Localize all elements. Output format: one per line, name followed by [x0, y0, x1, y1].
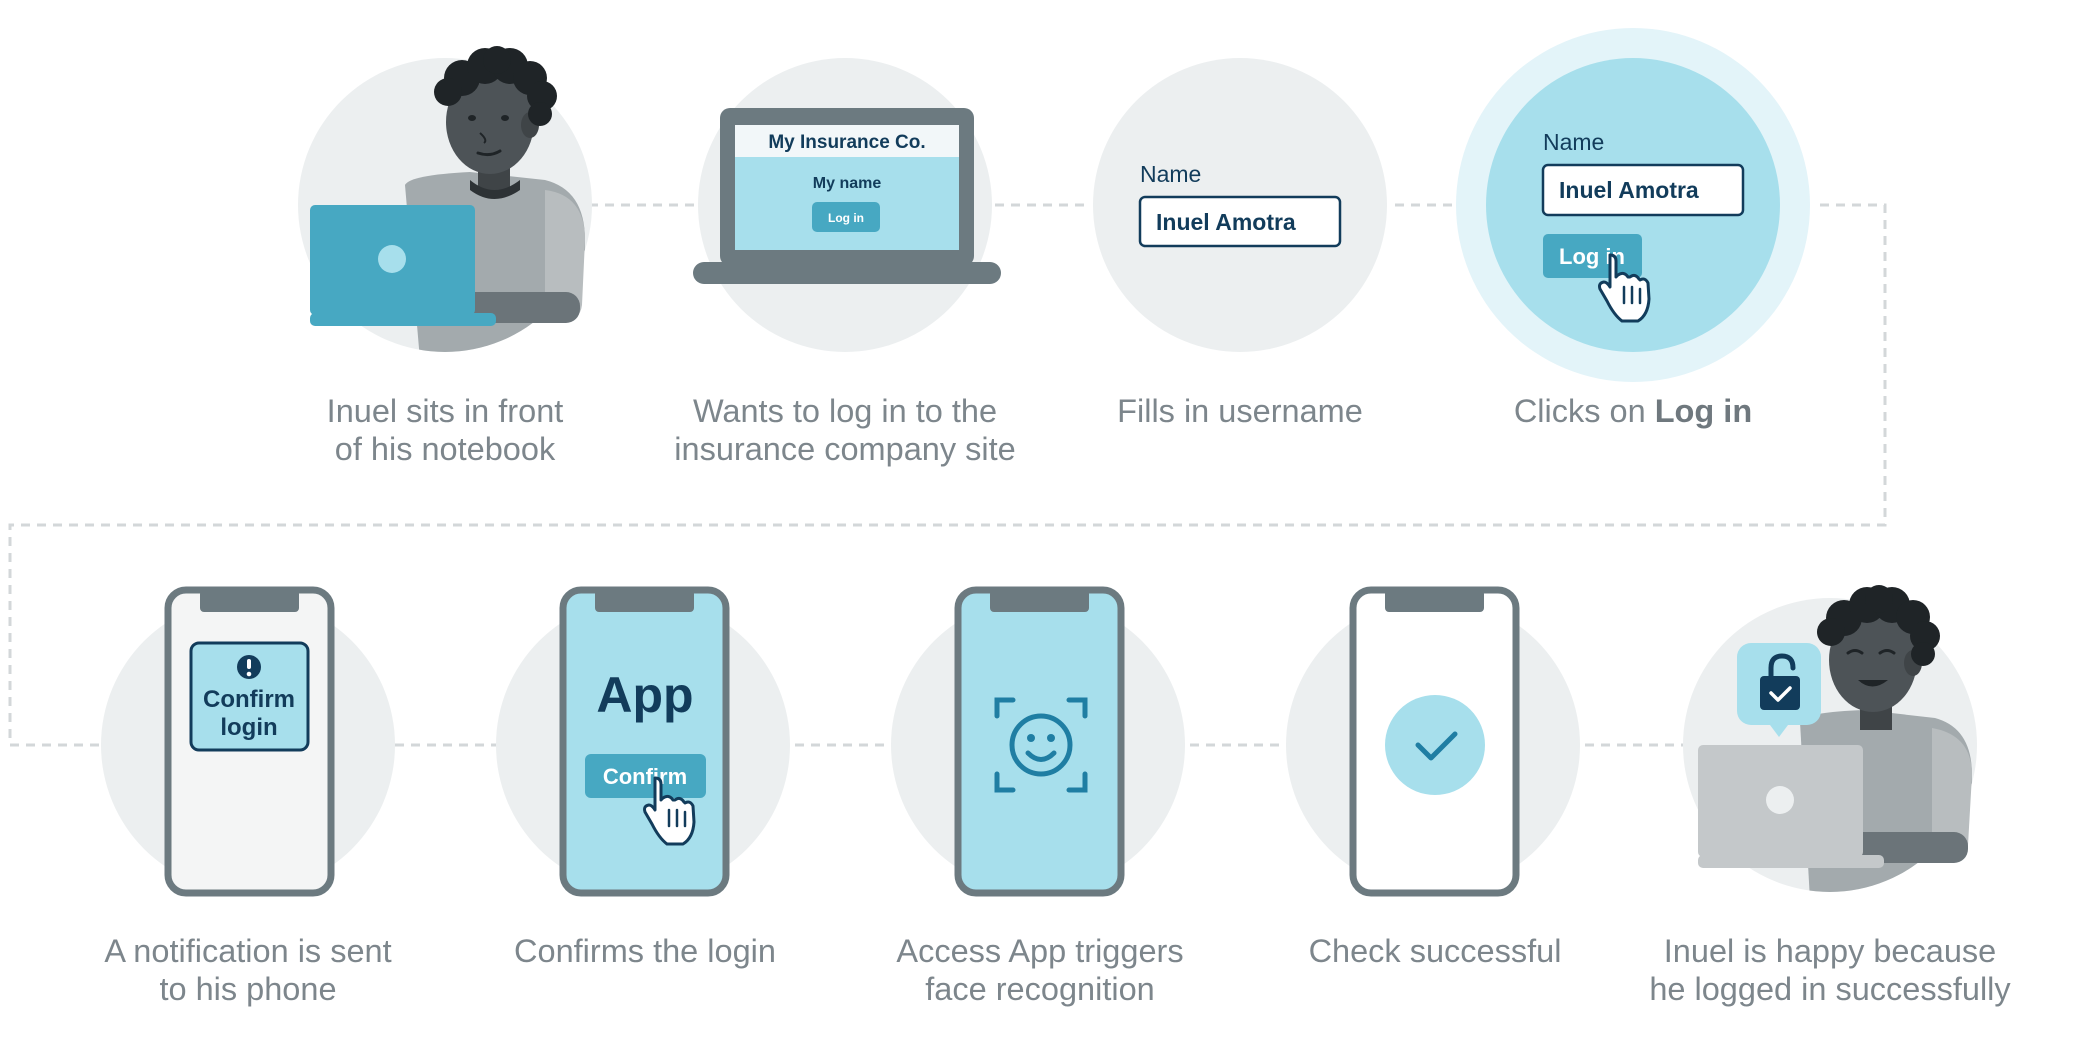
step-3-caption-line-1: Fills in username — [1117, 393, 1363, 429]
app-title: App — [596, 667, 693, 723]
step-4-caption: Clicks on Log in — [1443, 392, 1823, 430]
phone-icon-face — [954, 586, 1125, 897]
step-3-caption: Fills in username — [1050, 392, 1430, 430]
face-scan-icon — [994, 697, 1088, 793]
name-field-value: Inuel Amotra — [1156, 209, 1296, 235]
step-4-caption-line-1: Clicks on Log in — [1443, 392, 1823, 430]
step-9-caption: Inuel is happy because he logged in succ… — [1640, 932, 2020, 1008]
unlock-icon — [1737, 643, 1821, 737]
site-name-label: My name — [813, 175, 882, 192]
cursor-hand-icon — [643, 776, 696, 846]
step-2-caption: Wants to log in to the insurance company… — [655, 392, 1035, 468]
site-laptop-icon: My Insurance Co. My name Log in — [693, 108, 1001, 284]
step-4-caption-bold: Log in — [1654, 393, 1753, 429]
step-7-caption-line-1: Access App triggers — [896, 933, 1184, 969]
step-9-caption-line-2: he logged in successfully — [1649, 971, 2011, 1007]
phone-icon-app — [559, 586, 730, 897]
step-1-caption-line-2: of his notebook — [334, 431, 556, 467]
step-1-caption-line-1: Inuel sits in front — [326, 393, 564, 429]
step-5-caption-line-1: A notification is sent — [104, 933, 392, 969]
confirm-login-alert — [189, 641, 310, 752]
step-8-illustration — [1286, 586, 1580, 897]
step-6-caption: Confirms the login — [455, 932, 835, 970]
step-2-illustration: My Insurance Co. My name Log in — [693, 58, 1001, 352]
site-title: My Insurance Co. — [768, 132, 925, 153]
step-7-caption: Access App triggers face recognition — [850, 932, 1230, 1008]
alert-line-2: login — [220, 714, 277, 741]
step-1-caption: Inuel sits in front of his notebook — [255, 392, 635, 468]
checkmark-icon — [1415, 731, 1458, 761]
name-label: Name — [1140, 161, 1201, 187]
name-field-active — [1541, 163, 1745, 217]
name-field-active-value: Inuel Amotra — [1559, 177, 1699, 203]
step-1-illustration — [298, 46, 592, 352]
cursor-hand-icon — [1598, 253, 1651, 323]
step-8-caption: Check successful — [1245, 932, 1625, 970]
name-field — [1138, 195, 1342, 248]
step-7-caption-line-2: face recognition — [925, 971, 1155, 1007]
laptop-icon — [310, 205, 496, 326]
step-5-illustration: Confirm login — [101, 586, 395, 897]
step-9-caption-line-1: Inuel is happy because — [1663, 933, 1997, 969]
alert-line-1: Confirm — [203, 686, 295, 713]
step-4-illustration: Name Inuel Amotra Log in — [1456, 28, 1810, 382]
step-2-caption-line-1: Wants to log in to the — [692, 393, 998, 429]
app-confirm-button — [585, 754, 706, 798]
alert-icon — [237, 655, 261, 679]
name-label-active: Name — [1543, 129, 1604, 155]
step-8-caption-line-1: Check successful — [1308, 933, 1562, 969]
step-4-caption-prefix: Clicks on — [1513, 393, 1655, 429]
step-2-caption-line-2: insurance company site — [674, 431, 1016, 467]
site-login-label: Log in — [828, 211, 864, 225]
laptop-icon-gray — [1698, 745, 1884, 868]
site-login-button — [812, 202, 880, 232]
app-confirm-label: Confirm — [603, 764, 687, 789]
step-5-caption: A notification is sent to his phone — [58, 932, 438, 1008]
step-7-illustration — [891, 586, 1185, 897]
step-6-illustration: App Confirm — [496, 586, 790, 897]
step-6-caption-line-1: Confirms the login — [514, 933, 776, 969]
step-9-illustration — [1683, 585, 1977, 892]
step-3-illustration: Name Inuel Amotra — [1093, 58, 1387, 352]
step-5-caption-line-2: to his phone — [159, 971, 337, 1007]
flow-connector — [8, 203, 1887, 747]
